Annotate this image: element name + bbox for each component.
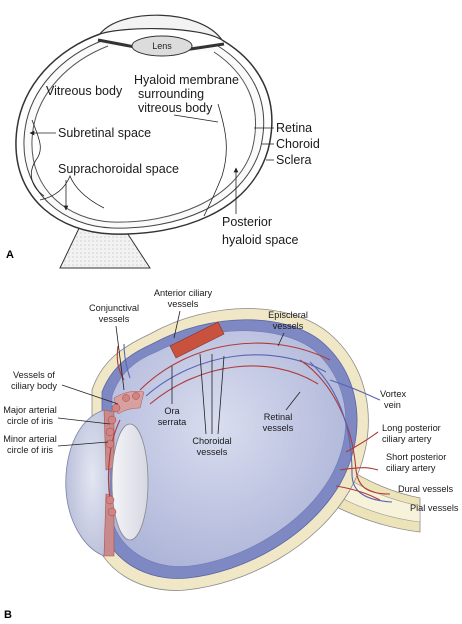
choroidal-leader-3 bbox=[217, 355, 225, 435]
short-posterior-label-2: ciliary artery bbox=[386, 463, 436, 473]
panel-a-diagram: Lens Vitreous body Hyaloid membrane surr… bbox=[6, 14, 320, 269]
major-arterial-label-1: Major arterial bbox=[3, 405, 57, 415]
choroid-label: Choroid bbox=[276, 137, 320, 151]
major-arterial-leader bbox=[57, 417, 111, 425]
retinal-vessels-label-1: Retinal bbox=[264, 412, 293, 422]
choroidal-leader-1 bbox=[199, 353, 207, 435]
hyaloid-membrane-label-3: vitreous body bbox=[138, 101, 213, 115]
episcleral-vessels-label-1: Episcleral bbox=[268, 310, 308, 320]
minor-arterial-leader bbox=[57, 441, 109, 447]
long-posterior-label-1: Long posterior bbox=[382, 423, 441, 433]
vessel-network bbox=[107, 342, 393, 503]
panel-b-letter: B bbox=[4, 609, 12, 621]
retina-label: Retina bbox=[276, 121, 312, 135]
vortex-vein-label-1: Vortex bbox=[380, 389, 406, 399]
cornea-b bbox=[65, 409, 111, 557]
retinal-vessels-label-2: vessels bbox=[263, 423, 294, 433]
choroidal-vessels-label-1: Choroidal bbox=[192, 436, 231, 446]
posterior-hyaloid-label-2: hyaloid space bbox=[222, 233, 298, 247]
conjunctival-vessels-label-2: vessels bbox=[99, 314, 130, 324]
anterior-ciliary-leader bbox=[173, 310, 181, 339]
ciliary-body-leader bbox=[61, 384, 119, 405]
choroidal-vessels-label-2: vessels bbox=[197, 447, 228, 457]
lens-b bbox=[111, 423, 149, 541]
anterior-ciliary-label-1: Anterior ciliary bbox=[154, 288, 213, 298]
dural-vessels-label: Dural vessels bbox=[398, 484, 454, 494]
anterior-ciliary-label-2: vessels bbox=[168, 299, 199, 309]
ora-serrata-label-1: Ora bbox=[164, 406, 180, 416]
hyaloid-membrane-line bbox=[203, 103, 227, 217]
extraocular-muscle bbox=[169, 321, 225, 359]
panel-a-letter: A bbox=[6, 249, 14, 261]
suprachoroidal-detachment bbox=[39, 174, 105, 209]
lens-shape bbox=[131, 35, 193, 57]
subretinal-detachment bbox=[30, 119, 45, 197]
sclera-label: Sclera bbox=[276, 153, 311, 167]
cornea-shape bbox=[98, 14, 223, 41]
posterior-hyaloid-label-1: Posterior bbox=[222, 215, 272, 229]
major-arterial-label-2: circle of iris bbox=[7, 416, 53, 426]
ora-serrata-label-2: serrata bbox=[158, 417, 187, 427]
suprachoroidal-space-label: Suprachoroidal space bbox=[58, 162, 179, 176]
subretinal-space-label: Subretinal space bbox=[58, 126, 151, 140]
ciliary-body-label-1: Vessels of bbox=[13, 370, 55, 380]
minor-arterial-label-2: circle of iris bbox=[7, 445, 53, 455]
episcleral-vessels-label-2: vessels bbox=[273, 321, 304, 331]
short-posterior-label-1: Short posterior bbox=[386, 452, 446, 462]
lens-label: Lens bbox=[152, 41, 172, 51]
panel-b-diagram: Conjunctival vessels Anterior ciliary ve… bbox=[3, 288, 459, 621]
conjunctival-leader bbox=[115, 325, 125, 391]
vitreous-body-label: Vitreous body bbox=[46, 84, 123, 98]
episcleral-leader bbox=[277, 332, 285, 347]
retina-outline bbox=[31, 45, 256, 223]
minor-arterial-label-1: Minor arterial bbox=[3, 434, 57, 444]
conjunctival-vessels-label-1: Conjunctival bbox=[89, 303, 139, 313]
pial-vessels-label: Pial vessels bbox=[410, 503, 459, 513]
vortex-vein-label-2: vein bbox=[384, 400, 401, 410]
ciliary-body-label-2: ciliary body bbox=[11, 381, 57, 391]
hyaloid-membrane-label-2: surrounding bbox=[138, 87, 204, 101]
long-posterior-label-2: ciliary artery bbox=[382, 434, 432, 444]
hyaloid-leader bbox=[173, 114, 219, 123]
retinal-leader bbox=[285, 391, 301, 411]
hyaloid-membrane-label-1: Hyaloid membrane bbox=[134, 73, 239, 87]
